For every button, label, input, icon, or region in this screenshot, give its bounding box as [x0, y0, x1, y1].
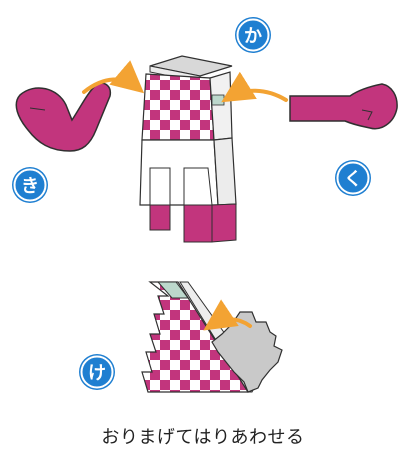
badge-ku-label: く — [344, 169, 362, 190]
badge-ka: か — [235, 17, 271, 53]
badge-ke-label: け — [88, 363, 106, 384]
center-body-figure — [140, 56, 236, 242]
bottom-piece — [142, 282, 282, 392]
arrow-right-to-body — [228, 91, 286, 100]
badge-ke: け — [79, 354, 115, 390]
badge-ki-label: き — [21, 176, 39, 197]
right-arm-piece — [290, 84, 397, 129]
badge-ki: き — [12, 167, 48, 203]
left-arm-piece — [16, 83, 110, 151]
instruction-caption: おりまげてはりあわせる — [0, 423, 406, 449]
badge-ka-label: か — [244, 26, 262, 47]
badge-ku: く — [335, 160, 371, 196]
